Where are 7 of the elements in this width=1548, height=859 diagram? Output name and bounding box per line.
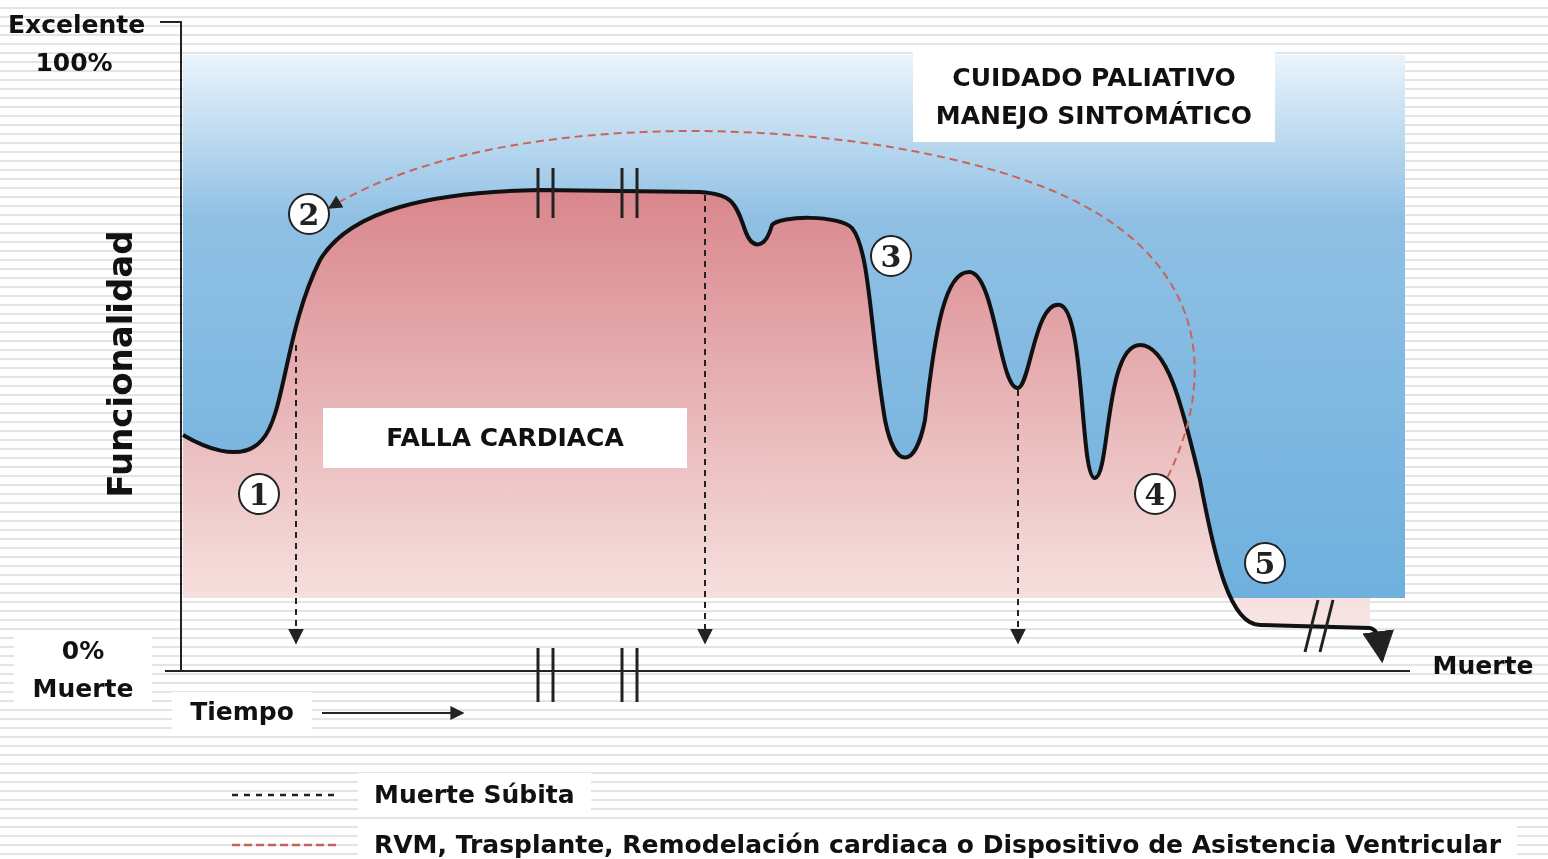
label-box: FALLA CARDIACA — [323, 408, 687, 468]
legend-text: RVM, Trasplante, Remodelación cardiaca o Dispositivo de Asistencia Ventricular — [358, 823, 1517, 859]
axis-title: Funcionalidad — [99, 229, 141, 500]
axis-label: Muerte — [1431, 650, 1535, 682]
arrow — [327, 130, 1196, 479]
axis-label: Tiempo — [172, 692, 312, 732]
label-box: CUIDADO PALIATIVO MANEJO SINTOMÁTICO — [913, 52, 1275, 142]
